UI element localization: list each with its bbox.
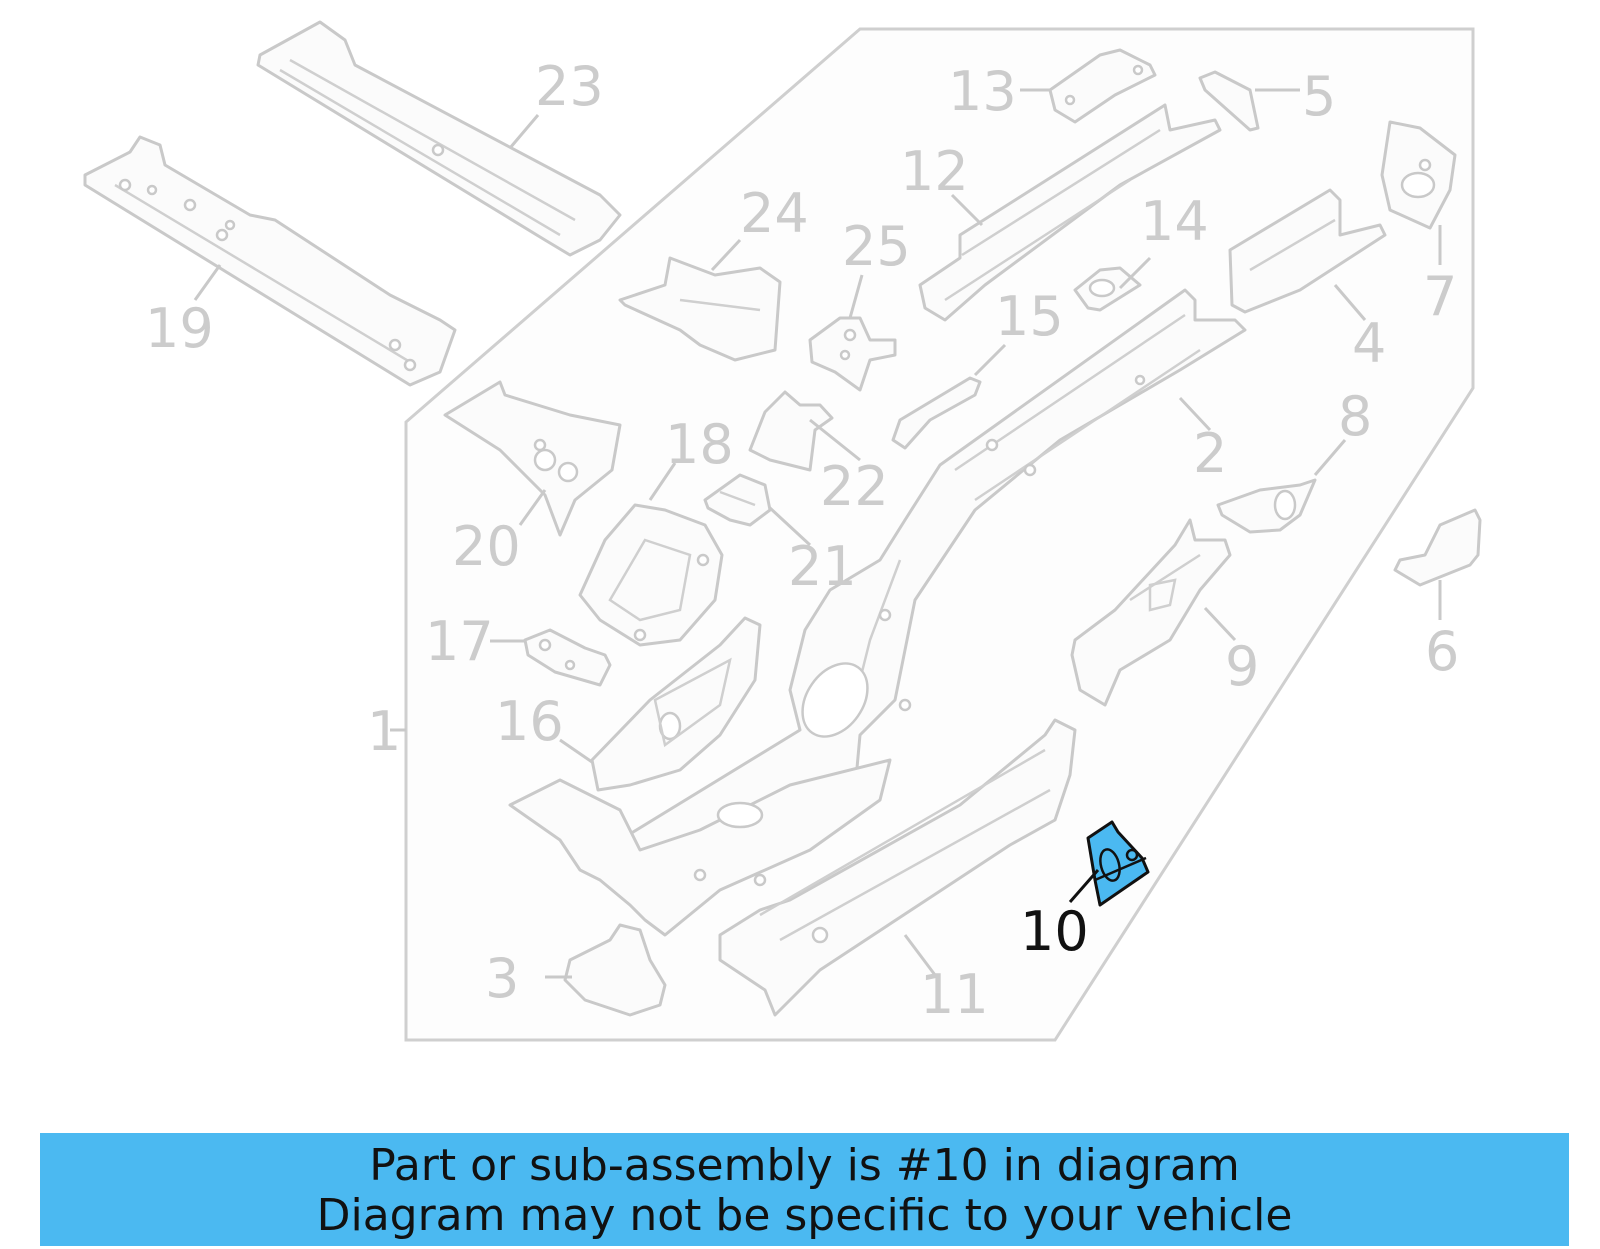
callout-20: 20 [452,515,521,578]
part-3-shape[interactable] [563,923,667,1017]
part-2-shape[interactable] [618,288,1247,872]
part-14-shape[interactable] [1073,266,1142,312]
callout-13: 13 [948,60,1017,123]
callout-19: 19 [145,297,214,360]
callout-11: 11 [920,963,989,1026]
part-4-shape[interactable] [1228,188,1387,314]
callout-5: 5 [1302,65,1336,128]
callout-7: 7 [1423,265,1457,328]
callout-17: 17 [425,610,494,673]
callout-16: 16 [495,690,564,753]
callout-23: 23 [535,55,604,118]
callout-1: 1 [367,700,401,763]
part-8-shape[interactable] [1216,478,1317,534]
part-9-shape[interactable] [1070,518,1232,707]
part-20-shape[interactable] [443,380,622,537]
callout-24: 24 [740,182,809,245]
callout-3: 3 [485,947,519,1010]
part-12-shape[interactable] [918,103,1222,322]
part-5-shape[interactable] [1198,70,1260,132]
part-11-shape[interactable] [718,718,1077,1017]
part-16-shape[interactable] [590,616,762,792]
callout-6: 6 [1425,620,1459,683]
part-7-shape[interactable] [1380,120,1457,230]
part-21-shape[interactable] [703,473,772,527]
banner-line-2: Diagram may not be specific to your vehi… [316,1190,1293,1241]
callout-4: 4 [1352,312,1386,375]
callout-9: 9 [1225,635,1259,698]
callout-21: 21 [788,535,857,598]
part-17-shape[interactable] [523,628,612,687]
callout-12: 12 [900,140,969,203]
parts-diagram: 23 19 13 5 7 12 14 4 24 25 15 2 8 18 20 … [83,20,1482,1042]
callout-25: 25 [842,215,911,278]
callout-18: 18 [665,413,734,476]
callout-14: 14 [1140,190,1209,253]
banner-line-1: Part or sub-assembly is #10 in diagram [369,1140,1240,1191]
info-banner: Part or sub-assembly is #10 in diagram D… [40,1133,1569,1246]
part-10-shape[interactable] [1086,820,1150,907]
part-24-shape[interactable] [618,256,782,362]
callout-8: 8 [1338,385,1372,448]
part-6-shape[interactable] [1393,508,1482,587]
part-15-shape[interactable] [891,376,982,450]
leader-lines [193,88,1442,979]
part-25-shape[interactable] [808,316,897,392]
callout-2: 2 [1193,422,1227,485]
lower-floor-member-shape[interactable] [508,758,892,937]
part-13-shape[interactable] [1048,48,1157,124]
part-23-shape[interactable] [256,20,622,257]
part-18-shape[interactable] [578,503,724,647]
callout-22: 22 [820,455,889,518]
part-22-shape[interactable] [748,390,834,472]
part-19-shape[interactable] [83,135,457,387]
callout-10: 10 [1020,900,1089,963]
callout-15: 15 [995,285,1064,348]
